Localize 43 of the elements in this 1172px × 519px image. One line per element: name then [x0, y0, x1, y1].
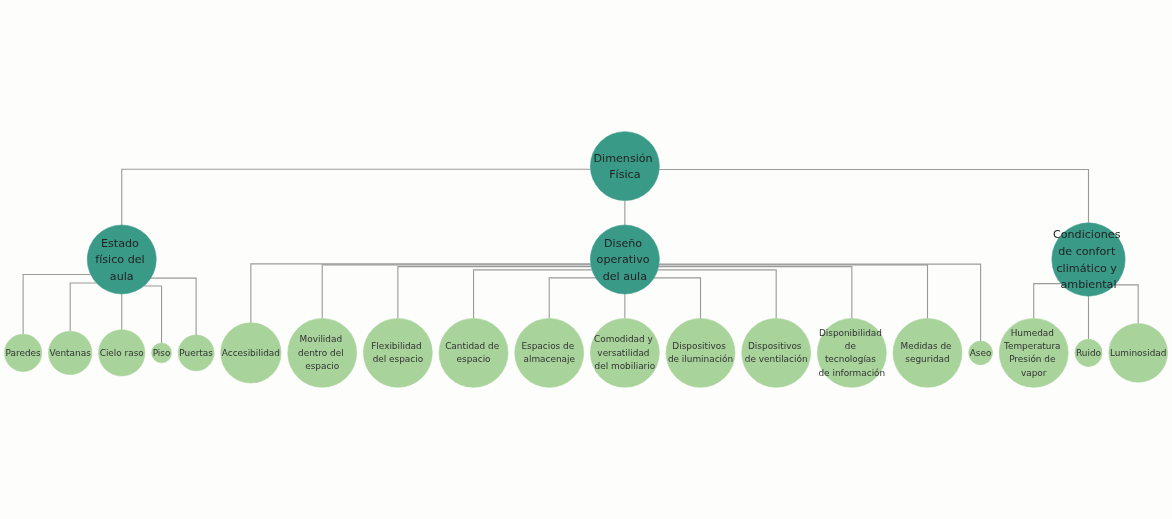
node-circle: Comodidad y versatilidad del mobiliario: [590, 318, 660, 388]
node-circle: Puertas: [177, 334, 215, 372]
node-circle: Paredes: [4, 333, 43, 372]
node-circle: Dimensión Física: [590, 131, 660, 201]
connector: [69, 282, 97, 332]
connector: [121, 293, 123, 331]
connector: [657, 269, 777, 319]
connector: [397, 266, 592, 319]
node-circle: Humedad Temperatura Presión de vapor: [998, 318, 1069, 388]
node-circle: Flexibilidad del espacio: [363, 318, 433, 388]
connector: [1114, 284, 1139, 325]
node-circle: Cantidad de espacio: [438, 318, 509, 388]
node-circle: Estado físico del aula: [86, 224, 157, 295]
connector: [250, 263, 592, 324]
node-circle: Medidas de seguridad: [892, 318, 963, 388]
node-circle: Ruido: [1074, 339, 1103, 367]
connector: [658, 266, 853, 319]
node-circle: Luminosidad: [1108, 323, 1168, 383]
node-circle: Espacios de almacenaje: [514, 318, 584, 388]
connector: [22, 273, 92, 335]
connector: [150, 277, 197, 336]
connector: [658, 168, 1090, 224]
connector: [624, 200, 626, 226]
node-circle: Dispositivos de iluminación: [665, 318, 736, 388]
connector: [653, 277, 702, 319]
node-circle: Dispositivos de ventilación: [741, 318, 811, 388]
connector: [321, 264, 592, 319]
connector: [1033, 283, 1062, 319]
connector: [473, 269, 593, 319]
node-circle: Ventanas: [48, 330, 93, 375]
node-circle: Movilidad dentro del espacio: [287, 318, 357, 388]
node-circle: Accesibilidad: [220, 322, 282, 384]
node-circle: Cielo raso: [98, 329, 146, 377]
node-circle: Piso: [151, 342, 172, 364]
connector: [1087, 295, 1090, 340]
connector: [548, 277, 597, 319]
connector: [143, 285, 163, 344]
node-circle: Aseo: [968, 340, 993, 366]
connector: [658, 263, 982, 342]
connector: [658, 264, 929, 319]
connector: [624, 293, 626, 319]
connector: [121, 168, 592, 226]
node-circle: Diseño operativo del aula: [590, 224, 660, 295]
